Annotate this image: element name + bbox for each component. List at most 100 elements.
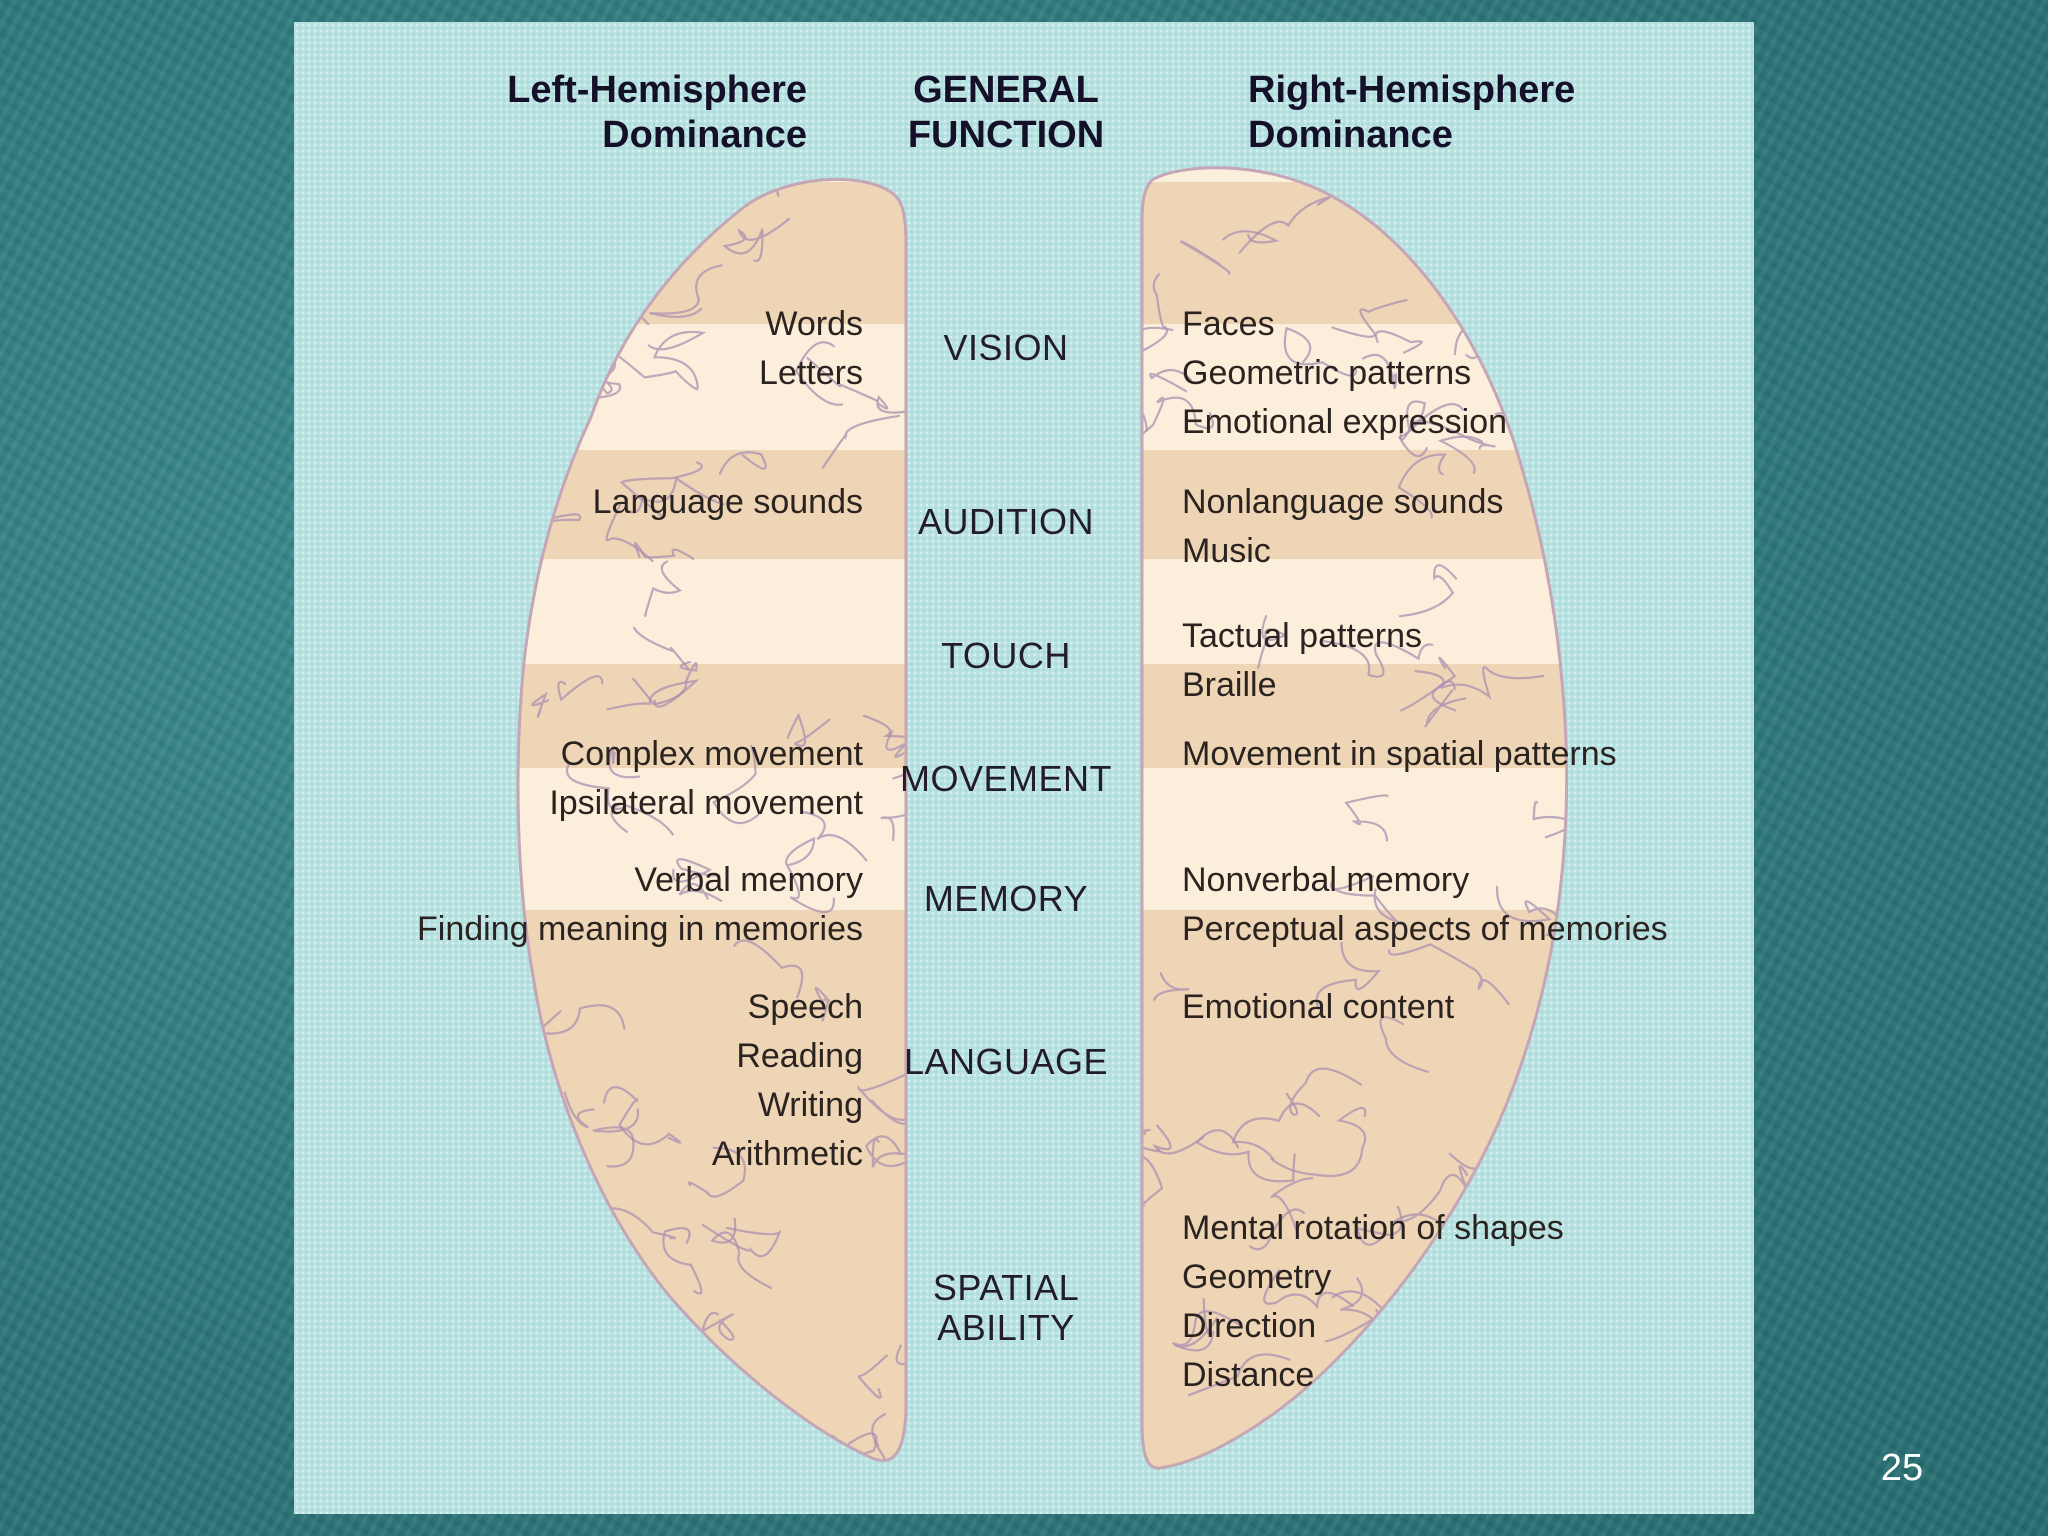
right-sulcus xyxy=(1322,640,1434,678)
right-sulcus xyxy=(1388,943,1510,1006)
diagram-panel: Left-Hemisphere Dominance GENERAL FUNCTI… xyxy=(294,22,1754,1514)
right-dominance-item: Emotional content xyxy=(1182,988,1455,1026)
right-sulcus xyxy=(1362,1353,1449,1378)
right-sulcus xyxy=(1195,1129,1296,1183)
left-dominance-item: Ipsilateral movement xyxy=(549,784,863,822)
right-sulcus xyxy=(1437,435,1484,474)
function-label-line: ABILITY xyxy=(937,1307,1075,1348)
function-label-line: MEMORY xyxy=(923,878,1089,919)
left-sulcus xyxy=(662,1227,703,1295)
right-sulcus xyxy=(1481,197,1567,232)
right-sulcus xyxy=(1562,1278,1567,1304)
right-sulcus xyxy=(1480,351,1567,378)
left-shaded-band xyxy=(518,450,906,559)
right-dominance-item: Distance xyxy=(1182,1356,1315,1394)
right-shaded-band xyxy=(1142,450,1567,559)
right-sulcus xyxy=(1231,1102,1321,1161)
right-sulcus xyxy=(1571,391,1638,424)
left-sulcus xyxy=(518,197,577,239)
center-header-line-2: FUNCTION xyxy=(907,114,1105,156)
left-sulcus xyxy=(814,986,831,1022)
left-sulcus xyxy=(857,1070,906,1125)
right-sulcus xyxy=(1540,1001,1567,1020)
left-sulcus xyxy=(518,222,528,318)
left-dominance-item: Letters xyxy=(759,354,863,392)
right-sulcus xyxy=(1152,1124,1204,1155)
left-sulcus xyxy=(518,958,527,1006)
function-label: VISION xyxy=(886,328,1126,368)
right-sulcus xyxy=(1142,326,1174,377)
left-sulcus xyxy=(885,730,906,758)
left-sulcus xyxy=(647,330,707,389)
left-sulcus xyxy=(592,1108,640,1168)
right-sulcus xyxy=(1142,400,1148,432)
left-sulcus xyxy=(876,395,906,414)
right-sulcus xyxy=(1270,1106,1367,1178)
right-sulcus xyxy=(1173,1297,1215,1352)
left-sulcus xyxy=(644,560,682,617)
right-sulcus xyxy=(1142,1147,1164,1208)
left-sulcus xyxy=(598,341,698,391)
left-sulcus xyxy=(718,451,767,475)
left-sulcus xyxy=(672,858,719,883)
left-header-line-2: Dominance xyxy=(602,114,807,156)
left-sulcus xyxy=(895,1344,906,1375)
right-sulcus xyxy=(1397,453,1447,519)
right-sulcus xyxy=(1344,794,1389,842)
left-sulcus xyxy=(678,882,723,902)
left-sulcus xyxy=(785,836,835,914)
right-sulcus xyxy=(1171,1310,1242,1348)
function-label: LANGUAGE xyxy=(886,1042,1126,1082)
left-sulcus xyxy=(606,679,700,711)
right-sulcus xyxy=(1534,1353,1567,1384)
right-sulcus xyxy=(1399,419,1496,450)
left-sulcus xyxy=(864,1135,906,1168)
right-hemisphere xyxy=(1140,166,1638,1470)
right-dominance-item: Perceptual aspects of memories xyxy=(1182,910,1668,948)
right-sulcus xyxy=(1525,1062,1566,1112)
left-sulcus xyxy=(633,626,690,670)
right-dominance-item: Braille xyxy=(1182,666,1277,704)
right-dominance-item: Tactual patterns xyxy=(1182,617,1423,655)
center-header: GENERAL FUNCTION xyxy=(906,68,1106,158)
left-sulcus xyxy=(712,744,760,825)
right-sulcus xyxy=(1179,240,1231,275)
left-sulcus xyxy=(602,1086,682,1146)
left-sulcus xyxy=(591,179,659,204)
function-label: MEMORY xyxy=(886,879,1126,919)
right-dominance-item: Faces xyxy=(1182,305,1275,343)
right-sulcus xyxy=(1414,1304,1516,1346)
left-sulcus xyxy=(625,476,725,514)
right-sulcus xyxy=(1344,1384,1450,1436)
left-sulcus xyxy=(786,712,831,747)
left-sulcus xyxy=(687,1146,746,1198)
left-sulcus xyxy=(557,675,604,702)
function-label: MOVEMENT xyxy=(886,759,1126,799)
left-dominance-item: Language sounds xyxy=(592,483,863,521)
right-header-line-2: Dominance xyxy=(1248,114,1453,156)
right-sulcus xyxy=(1187,1353,1291,1397)
right-sulcus xyxy=(1390,1165,1469,1230)
left-header: Left-Hemisphere Dominance xyxy=(507,68,807,158)
left-sulcus xyxy=(701,1223,782,1258)
left-sulcus xyxy=(563,1091,595,1129)
left-sulcus xyxy=(608,745,641,779)
left-dominance-item: Verbal memory xyxy=(634,861,863,899)
left-sulcus xyxy=(531,691,550,718)
center-header-line-1: GENERAL xyxy=(913,69,1099,111)
left-dominance-item: Reading xyxy=(736,1037,863,1075)
right-sulcus xyxy=(1273,1432,1319,1458)
function-label-line: AUDITION xyxy=(917,501,1094,542)
right-dominance-item: Geometric patterns xyxy=(1182,354,1472,392)
left-sulcus xyxy=(649,264,723,318)
left-dominance-item: Complex movement xyxy=(560,735,863,773)
left-sulcus xyxy=(733,939,804,999)
left-sulcus xyxy=(606,1207,676,1240)
right-sulcus xyxy=(1462,1342,1567,1377)
left-sulcus xyxy=(539,297,620,346)
right-dominance-item: Direction xyxy=(1182,1307,1317,1345)
right-sulcus xyxy=(1354,1205,1403,1246)
right-dominance-item: Nonlanguage sounds xyxy=(1182,483,1504,521)
right-dominance-item: Emotional expression xyxy=(1182,403,1508,441)
